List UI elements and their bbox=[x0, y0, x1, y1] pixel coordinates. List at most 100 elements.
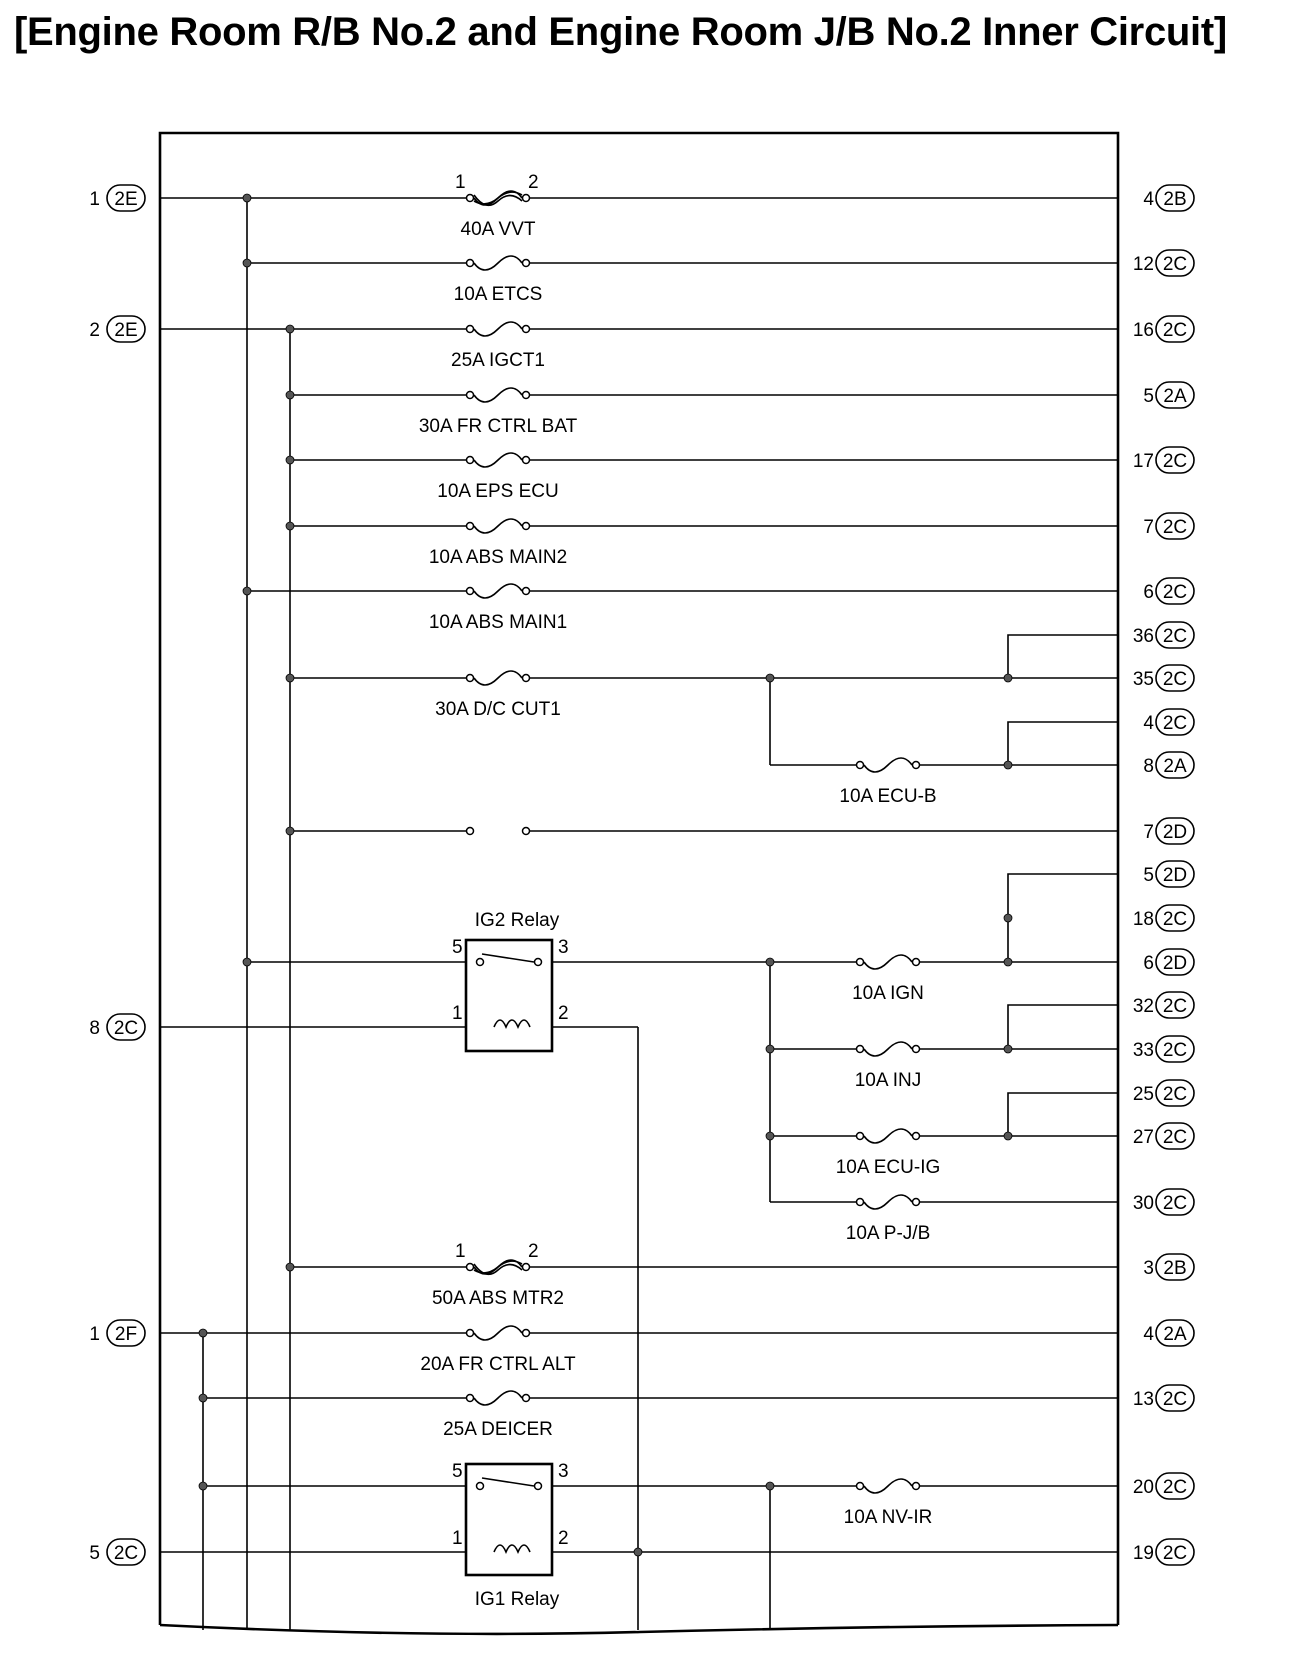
wire bbox=[1007, 721, 1118, 765]
connector-pin: 36 bbox=[1133, 626, 1154, 647]
connector-pin: 1 bbox=[89, 189, 100, 210]
fuse-terminal bbox=[855, 1481, 865, 1491]
junction-dot bbox=[765, 1481, 775, 1491]
connector-id: 2C bbox=[1163, 254, 1187, 275]
fuse-terminal bbox=[521, 324, 531, 334]
connector-pin: 20 bbox=[1133, 1477, 1154, 1498]
junctions bbox=[198, 193, 1013, 1557]
fuse: 10A ETCS bbox=[454, 255, 543, 305]
fuse-label: 30A FR CTRL BAT bbox=[419, 416, 578, 437]
connector-pin: 1 bbox=[89, 1324, 100, 1345]
fuse: 30A FR CTRL BAT bbox=[419, 387, 578, 437]
connector-badge bbox=[1155, 1538, 1195, 1566]
junction-dot bbox=[198, 1481, 208, 1491]
connector-badge bbox=[1155, 577, 1195, 605]
fuse-label: 10A ECU-B bbox=[839, 786, 936, 807]
fuse-terminal bbox=[465, 521, 475, 531]
junction-dot bbox=[285, 390, 295, 400]
box-bottom-break bbox=[159, 1623, 1119, 1636]
open-terminal bbox=[521, 826, 531, 836]
fuse-terminal bbox=[465, 1262, 475, 1272]
connector-id: 2C bbox=[1163, 451, 1187, 472]
connector-badge bbox=[106, 1319, 146, 1347]
connector-badge bbox=[1155, 948, 1195, 976]
junction-dot bbox=[285, 521, 295, 531]
fuse-label: 50A ABS MTR2 bbox=[432, 1288, 564, 1309]
fuse-terminal bbox=[521, 258, 531, 268]
fuse: 30A D/C CUT1 bbox=[435, 670, 561, 720]
connector-id: 2C bbox=[1163, 669, 1187, 690]
fuse-label: 10A ABS MAIN2 bbox=[429, 547, 567, 568]
fuse: 10A P-J/B bbox=[846, 1194, 931, 1244]
fuse-element bbox=[863, 1478, 913, 1494]
connector-pin: 6 bbox=[1143, 582, 1154, 603]
fuse-element bbox=[473, 191, 523, 205]
connector-pin: 5 bbox=[1143, 386, 1154, 407]
fuse-label: 25A DEICER bbox=[443, 1419, 553, 1440]
fuse-label: 10A P-J/B bbox=[846, 1223, 931, 1244]
fuse-pin-label: 2 bbox=[528, 172, 539, 193]
wire bbox=[1007, 634, 1118, 678]
fuse-terminal bbox=[521, 193, 531, 203]
relay-contact bbox=[475, 1481, 485, 1491]
right-connector: 20 2C bbox=[1133, 1472, 1195, 1500]
connector-id: 2C bbox=[1163, 996, 1187, 1017]
fuse-terminal bbox=[521, 673, 531, 683]
junction-dot bbox=[285, 826, 295, 836]
connector-badge bbox=[106, 315, 146, 343]
fuse-label: 10A ETCS bbox=[454, 284, 543, 305]
relay-coil bbox=[493, 1019, 531, 1030]
relay-pin: 2 bbox=[558, 1528, 569, 1549]
fuse-element bbox=[863, 1194, 913, 1210]
connector-pin: 18 bbox=[1133, 909, 1154, 930]
fuse-terminal bbox=[465, 1328, 475, 1338]
connector-badge bbox=[1155, 1188, 1195, 1216]
fuse: 10A ECU-B bbox=[839, 757, 937, 807]
fuse-label: 10A IGN bbox=[852, 983, 924, 1004]
fuse-terminal bbox=[521, 521, 531, 531]
connector-id: 2A bbox=[1163, 386, 1187, 407]
connector-badge bbox=[1155, 817, 1195, 845]
connector-badge bbox=[1155, 664, 1195, 692]
fuse: 10A ECU-IG bbox=[836, 1128, 940, 1178]
fuse-terminal bbox=[855, 1131, 865, 1141]
connector-id: 2C bbox=[1163, 909, 1187, 930]
relay-label: IG2 Relay bbox=[475, 910, 560, 931]
fuse-element bbox=[473, 321, 523, 337]
fuse-element bbox=[473, 1263, 523, 1276]
connector-id: 2C bbox=[1163, 1389, 1187, 1410]
connector-badge bbox=[1155, 991, 1195, 1019]
fuse-terminal bbox=[521, 390, 531, 400]
connector-id: 2B bbox=[1163, 1258, 1186, 1279]
connector-pin: 4 bbox=[1143, 713, 1154, 734]
fuse: 10A NV-IR bbox=[844, 1478, 932, 1528]
connector-id: 2D bbox=[1163, 822, 1187, 843]
connector-id: 2C bbox=[114, 1018, 138, 1039]
connector-pin: 5 bbox=[89, 1543, 100, 1564]
relay-box bbox=[464, 938, 554, 1053]
relay-contact bbox=[533, 957, 543, 967]
connector-badge bbox=[1155, 621, 1195, 649]
fuse-label: 25A IGCT1 bbox=[451, 350, 545, 371]
fuse-terminal bbox=[521, 1393, 531, 1403]
fuse: 10A ABS MAIN1 bbox=[429, 583, 567, 633]
connector-id: 2C bbox=[1163, 1477, 1187, 1498]
connector-id: 2C bbox=[1163, 1084, 1187, 1105]
connector-id: 2C bbox=[1163, 582, 1187, 603]
junction-dot bbox=[1003, 760, 1013, 770]
